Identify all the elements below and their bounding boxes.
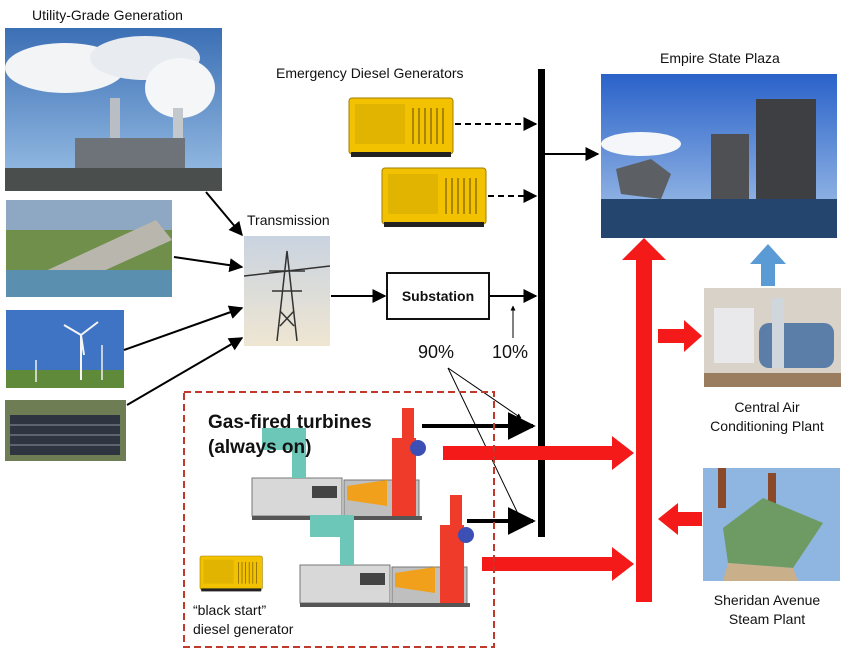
- central-air-label: Central Air Conditioning Plant: [692, 398, 842, 436]
- hydro-dam-photo: [6, 200, 172, 297]
- substation-label: Substation: [401, 288, 475, 304]
- diesel-generator-1: [348, 97, 454, 158]
- transmission-tower-photo: [244, 236, 330, 346]
- steam-plant-label: Sheridan Avenue Steam Plant: [692, 591, 842, 629]
- pct-10-label: 10%: [492, 342, 529, 362]
- central-air-line2: Conditioning Plant: [710, 418, 824, 434]
- black-start-generator: [199, 555, 263, 592]
- gas-turbines-line2: (always on): [208, 437, 312, 458]
- diesel-generator-2: [381, 167, 487, 228]
- black-start-label: “black start” diesel generator: [193, 601, 293, 639]
- steam-plant-line1: Sheridan Avenue: [713, 592, 821, 608]
- emergency-diesel-label: Emergency Diesel Generators: [276, 65, 464, 81]
- substation-box: Substation: [386, 272, 490, 320]
- solar-farm-photo: [5, 400, 126, 461]
- empire-state-plaza-photo: [601, 74, 837, 238]
- wind-turbines-photo: [6, 310, 124, 388]
- transmission-label: Transmission: [247, 212, 330, 228]
- steam-plant-photo: [703, 468, 840, 581]
- empire-state-plaza-label: Empire State Plaza: [660, 50, 780, 66]
- steam-plant-line2: Steam Plant: [728, 611, 806, 627]
- central-air-plant-photo: [704, 288, 841, 387]
- gas-turbines-label: Gas-fired turbines (always on): [208, 410, 372, 460]
- utility-generation-label: Utility-Grade Generation: [32, 7, 183, 23]
- electric-bus-bar: [538, 69, 545, 537]
- gas-turbines-line1: Gas-fired turbines: [208, 412, 372, 433]
- power-plant-photo: [5, 28, 222, 191]
- pct-90-label: 90%: [418, 342, 455, 362]
- black-start-line1: “black start”: [193, 602, 267, 618]
- black-start-line2: diesel generator: [193, 621, 294, 637]
- on-site-generation-box: [183, 391, 495, 648]
- central-air-line1: Central Air: [734, 399, 800, 415]
